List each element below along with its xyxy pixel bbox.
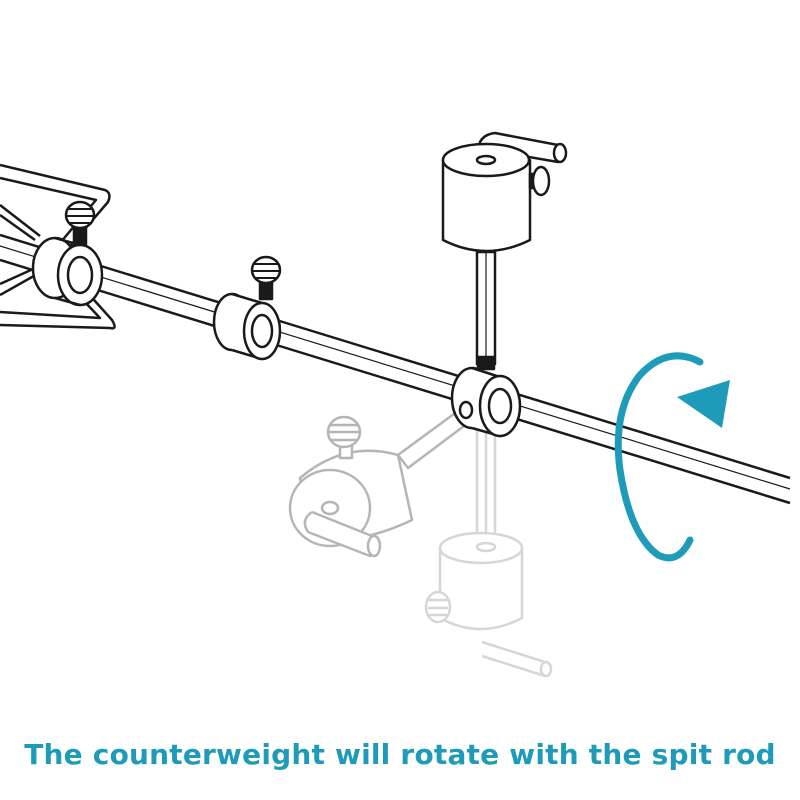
- rotate-arrow-icon: [614, 352, 730, 562]
- caption: The counterweight will rotate with the s…: [24, 738, 776, 771]
- thumb-screw-icon: [326, 415, 362, 460]
- rod-collar-middle: [212, 255, 282, 361]
- thumb-screw-icon: [424, 590, 452, 624]
- rod-collar-main: [450, 366, 522, 438]
- counterweight-ghost-side: [288, 406, 474, 558]
- thumb-screw-icon: [250, 255, 282, 301]
- counterweight-upright: [441, 131, 568, 371]
- spit-rod: [0, 233, 791, 505]
- thumb-screw-icon: [64, 200, 96, 246]
- spit-rod-counterweight-illustration: [0, 131, 791, 678]
- thumb-screw-icon: [528, 165, 551, 197]
- rotisserie-fork: [0, 163, 116, 330]
- counterweight-ghost-bottom: [424, 418, 553, 678]
